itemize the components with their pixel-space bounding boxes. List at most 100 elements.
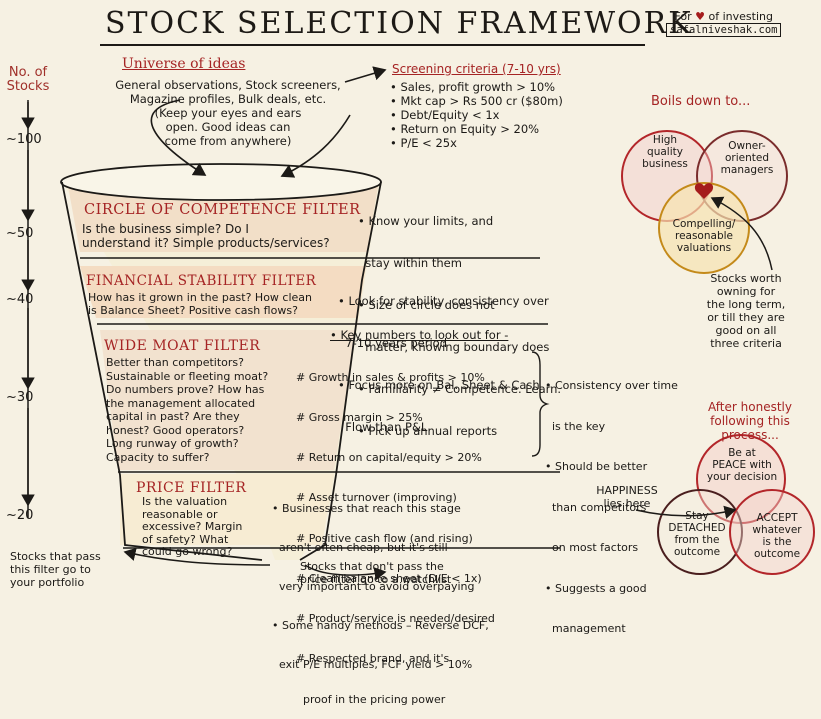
band-price: [120, 474, 334, 545]
price-question-line: Is the valuation: [142, 495, 228, 508]
accept-line: ACCEPT: [756, 512, 798, 524]
portfolio-line: your portfolio: [10, 576, 85, 589]
axis-tick-label: ~40: [6, 292, 34, 307]
accept-line: whatever: [752, 524, 802, 536]
screening-list: • Sales, profit growth > 10% • Mkt cap >…: [390, 80, 590, 150]
process-title-line: following this process...: [710, 414, 790, 442]
site-suffix: of investing: [708, 10, 773, 23]
page-title: STOCK SELECTION FRAMEWORK: [105, 6, 693, 41]
venn-note-line: the long term,: [706, 298, 786, 311]
funnel-rim: [60, 163, 382, 201]
arrow-to-portfolio: [123, 547, 271, 566]
price-note: • Businesses that reach this stage: [272, 502, 461, 515]
site-url: safalniveshak.com: [666, 23, 782, 37]
funnel-right-edge: [299, 181, 382, 561]
venn-note-line: three criteria: [710, 337, 782, 350]
venn-quality-line: business: [642, 158, 688, 170]
moat-note: # Return on capital/equity > 20%: [296, 451, 482, 465]
stability-note: Flow than P&L: [338, 420, 428, 434]
competence-filter-title: CIRCLE OF COMPETENCE FILTER: [84, 202, 361, 218]
title-underline: [100, 44, 645, 46]
venn-note-line: owning for: [716, 285, 776, 298]
band-stability: [80, 266, 366, 318]
moat-brace: [531, 351, 550, 457]
moat-note: # Positive cash flow (and rising): [296, 531, 473, 545]
moat-question-line: Sustainable or fleeting moat?: [106, 369, 269, 383]
detached-line: from the: [674, 534, 720, 546]
price-note: very important to avoid overpaying: [272, 580, 475, 593]
moat-side-note: is the key: [545, 419, 606, 433]
competence-note: stay within them: [358, 256, 462, 270]
detached-label: Stay DETACHED from the outcome: [668, 510, 726, 558]
detached-circle: [657, 489, 743, 575]
happiness-line: lies here: [603, 497, 651, 510]
heart-icon: ♥: [695, 10, 706, 23]
screening-title: Screening criteria (7-10 yrs): [392, 62, 561, 76]
competence-note: matter, knowing boundary does: [358, 340, 550, 354]
venn-owner-line: Owner-: [728, 140, 766, 152]
site-prefix: For: [674, 10, 692, 23]
price-question-line: reasonable or: [142, 507, 218, 521]
universe-title: Universe of ideas: [122, 56, 246, 72]
screening-item: • Mkt cap > Rs 500 cr ($80m): [390, 94, 563, 108]
moat-note: proof in the pricing power: [296, 692, 446, 706]
happiness-line: HAPPINESS: [596, 484, 658, 497]
moat-question-line: Long runway of growth?: [106, 437, 239, 450]
portfolio-line: this filter go to: [10, 563, 91, 576]
stability-question: How has it grown in the past? How clean …: [88, 291, 358, 317]
moat-note: # Asset turnover (improving): [296, 491, 457, 505]
detached-line: outcome: [673, 546, 721, 558]
price-note: • Some handy methods – Reverse DCF,: [272, 619, 489, 632]
moat-side-note: • Consistency over time: [545, 379, 678, 392]
axis-tick-label: ~50: [6, 226, 34, 241]
moat-question-line: Better than competitors?: [106, 356, 244, 369]
moat-note: # Gross margin > 25%: [296, 411, 423, 425]
moat-side-note: • Should be better: [545, 460, 648, 473]
process-title-line: After honestly: [708, 400, 792, 414]
competence-question-line: understand it? Simple products/services?: [82, 236, 330, 250]
price-filter-title: PRICE FILTER: [136, 480, 247, 496]
peace-line: PEACE with: [712, 459, 772, 471]
watchlist-line: Stocks that don't pass the: [300, 560, 444, 573]
price-question-line: could go wrong?: [142, 545, 233, 558]
screening-item: • P/E < 25x: [390, 136, 457, 150]
moat-filter-title: WIDE MOAT FILTER: [104, 338, 261, 354]
universe-text: General observations, Stock screeners, M…: [98, 78, 358, 148]
price-note: aren't often cheap, but it's still: [272, 541, 448, 554]
venn-note: Stocks worth owning for the long term, o…: [676, 272, 816, 350]
process-title: After honestly following this process...: [680, 400, 820, 442]
venn-note-line: good on all: [715, 324, 777, 337]
axis-tick-label: ~30: [6, 390, 34, 405]
moat-question: Better than competitors? Sustainable or …: [106, 356, 306, 464]
accept-circle: [729, 489, 815, 575]
competence-note: • Familiarity ≠ Competence. Learn.: [358, 382, 562, 396]
venn-note-line: Stocks worth: [710, 272, 782, 285]
curved-arrow-left: [150, 99, 207, 176]
site-credit: For ♥ of investing safalniveshak.com: [666, 10, 782, 37]
band-moat: [100, 330, 356, 470]
moat-question-line: Capacity to suffer?: [106, 450, 210, 464]
stability-question-line: How has it grown in the past? How clean: [88, 291, 313, 304]
moat-side-note: on most factors: [545, 541, 639, 554]
venn-owner-line: managers: [720, 164, 774, 176]
competence-note: • Size of circle does not: [358, 298, 495, 312]
competence-notes: • Know your limits, and stay within them…: [358, 186, 562, 452]
price-note: exit P/E multiples, FCF yield > 10%: [272, 658, 473, 671]
screening-item: • Return on Equity > 20%: [390, 122, 540, 136]
screening-item: • Debt/Equity < 1x: [390, 108, 500, 122]
venn-quality-line: High: [652, 134, 678, 146]
price-question-line: of safety? What: [142, 532, 229, 546]
portfolio-line: Stocks that pass: [10, 550, 101, 563]
moat-side-note: than competitors: [545, 500, 647, 514]
venn-owner-label: Owner- oriented managers: [718, 140, 776, 176]
boils-down-title: Boils down to...: [651, 94, 751, 109]
detached-line: DETACHED: [668, 522, 726, 534]
moat-side-note: • Suggests a good: [545, 581, 647, 595]
arrow-to-watchlist: [304, 564, 387, 581]
universe-line: (Keep your eyes and ears: [154, 106, 302, 120]
venn-heart-icon: [694, 183, 714, 199]
peace-line: your decision: [706, 471, 778, 483]
axis-title: No. of Stocks: [6, 65, 50, 94]
moat-notes-title: • Key numbers to look out for -: [330, 328, 509, 342]
arrow-to-venn-center: [710, 196, 773, 271]
